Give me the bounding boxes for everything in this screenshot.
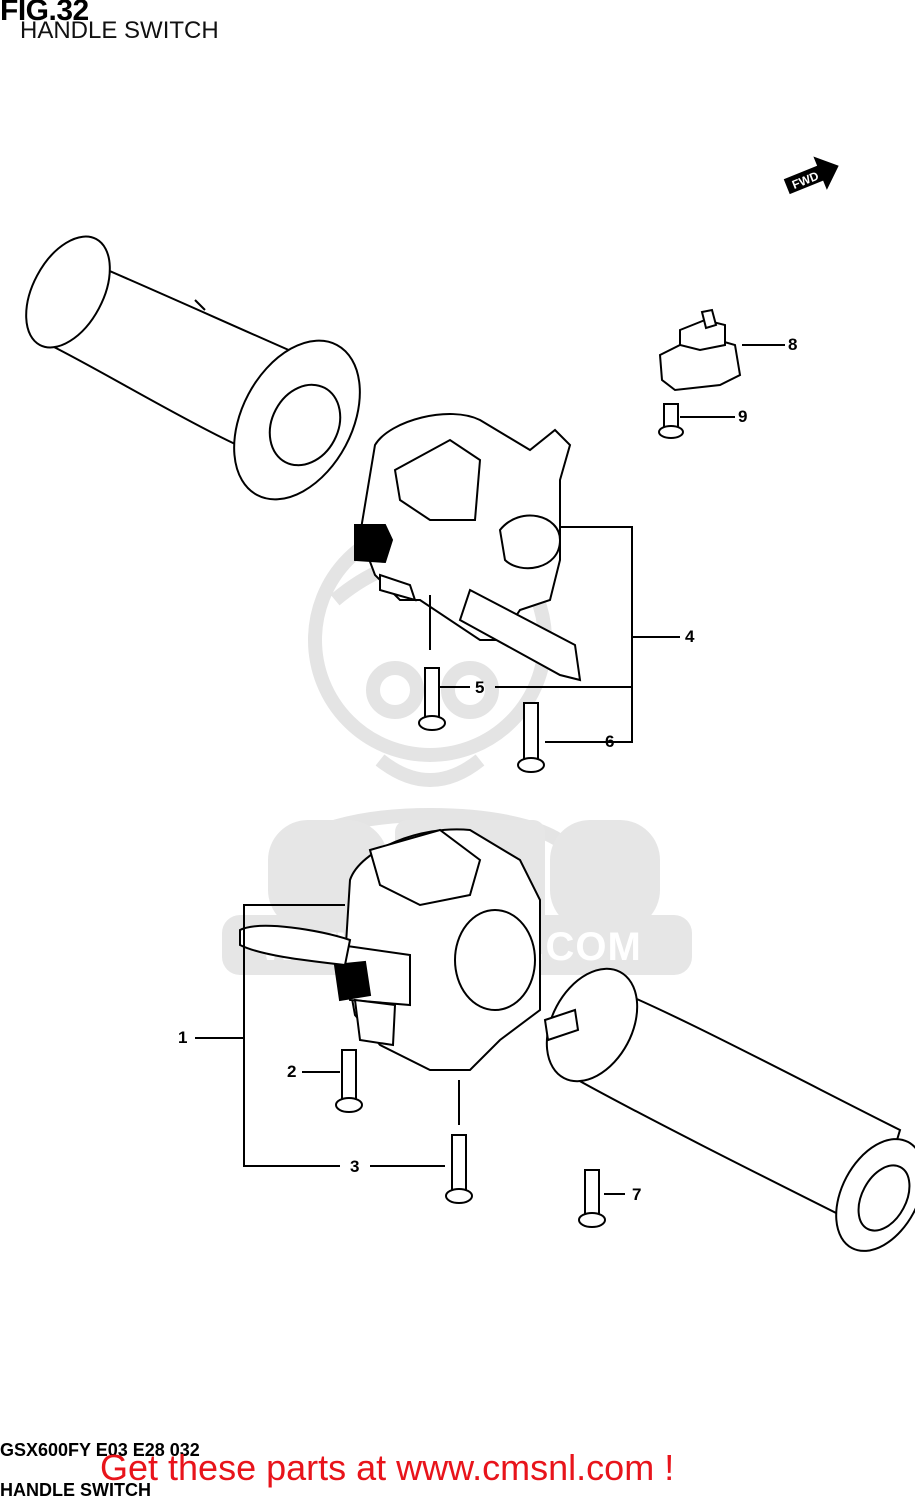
part-7-screw bbox=[578, 1169, 606, 1228]
callout-3: 3 bbox=[350, 1157, 360, 1176]
callout-1: 1 bbox=[178, 1028, 188, 1047]
callout-7: 7 bbox=[632, 1185, 642, 1204]
callout-8: 8 bbox=[788, 335, 798, 354]
upper-switch-housing bbox=[354, 413, 582, 682]
left-grip bbox=[25, 235, 361, 501]
lower-switch-housing bbox=[239, 828, 541, 1071]
callout-6: 6 bbox=[605, 732, 615, 751]
right-grip bbox=[543, 967, 915, 1252]
callout-9: 9 bbox=[738, 407, 748, 426]
part-8-switch bbox=[658, 308, 742, 392]
diagram-subtitle: HANDLE SWITCH bbox=[0, 1480, 151, 1500]
callout-5: 5 bbox=[475, 678, 485, 697]
callout-4: 4 bbox=[685, 627, 695, 646]
diagram-code: GSX600FY E03 E28 032 bbox=[0, 1440, 200, 1460]
figure-number: FIG.32 bbox=[0, 0, 89, 27]
leader-1 bbox=[243, 904, 345, 1167]
part-2-screw bbox=[335, 1049, 363, 1113]
fwd-label: FWD bbox=[790, 169, 821, 192]
leader-lines bbox=[195, 344, 785, 1195]
figure-title: HANDLE SWITCH bbox=[20, 17, 219, 44]
fwd-arrow-icon: FWD bbox=[783, 156, 839, 195]
part-9-screw bbox=[658, 403, 684, 439]
callout-2: 2 bbox=[287, 1062, 297, 1081]
part-6-screw bbox=[517, 702, 545, 773]
promo-link[interactable]: Get these parts at www.cmsnl.com ! bbox=[100, 1447, 675, 1488]
part-5-screw bbox=[418, 667, 446, 731]
part-3-screw bbox=[445, 1134, 473, 1204]
